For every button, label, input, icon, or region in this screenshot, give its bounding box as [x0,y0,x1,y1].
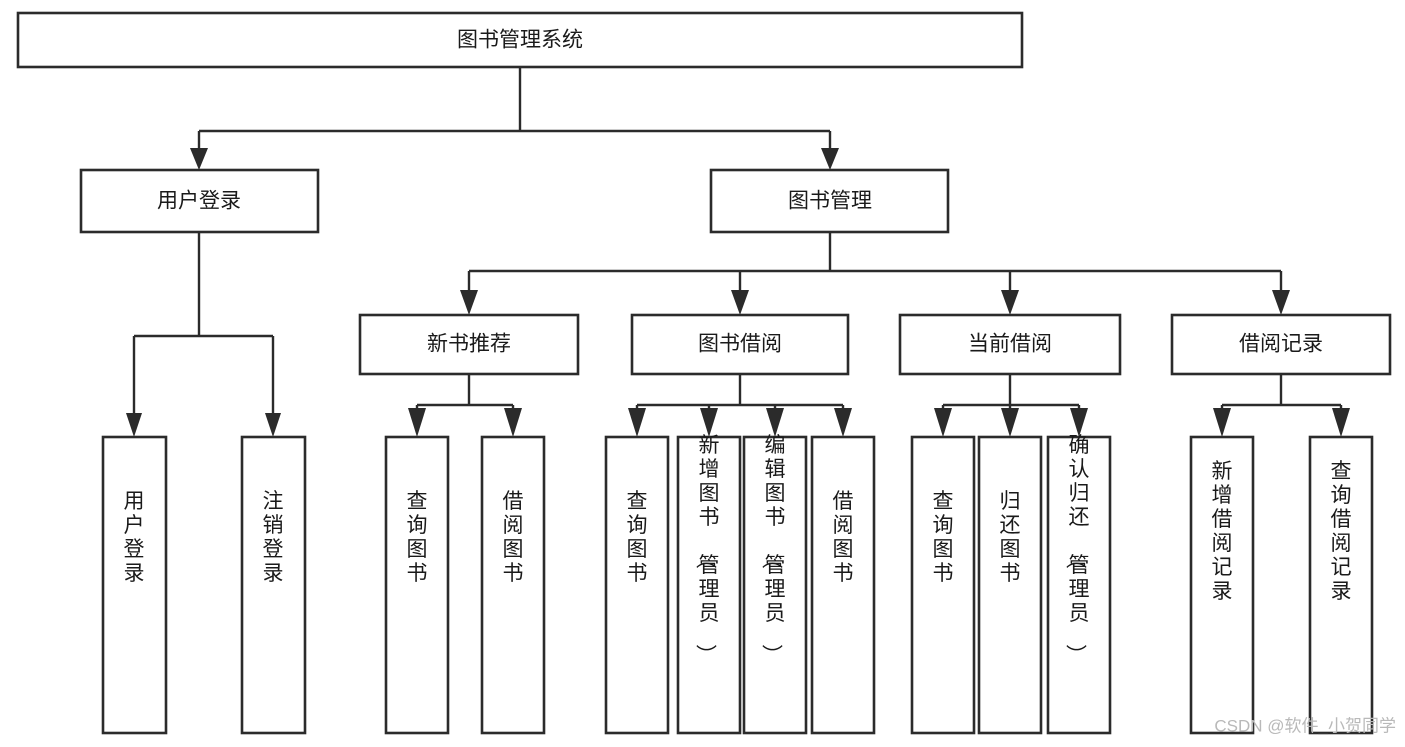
node-label-leaf-borrow-book-recommend: 借阅图书 [503,490,524,585]
node-label-leaf-borrow-book-borrow: 借阅图书 [833,490,854,585]
node-leaf-add-borrow-record[interactable]: 新增借阅记录 [1189,435,1255,735]
node-label-leaf-edit-book-admin: 编辑图书（管理员） [760,434,786,665]
node-leaf-query-book-current[interactable]: 查询图书 [910,435,976,735]
node-box-user-login[interactable] [79,168,320,234]
arrow-head-bookborrow-leaf-3 [766,408,784,437]
arrow-head-currentborrow-leaf-2 [1001,408,1019,437]
node-label-leaf-query-borrow-record: 查询借阅记录 [1331,460,1352,603]
arrow-head-newbook-leaf-1 [408,408,426,437]
node-root-book-management-system[interactable]: 图书管理系统 [16,11,1024,69]
node-label-book-management: 图书管理 [788,190,872,213]
node-box-leaf-add-book-admin[interactable] [676,435,742,735]
node-box-leaf-query-book-recommend[interactable] [384,435,450,735]
arrow-head-bookborrow-leaf-1 [628,408,646,437]
node-new-book-recommend[interactable]: 新书推荐 [358,313,580,376]
arrow-head-bookborrow-leaf-4 [834,408,852,437]
node-leaf-confirm-return-admin[interactable]: 确认归还（管理员） [1046,434,1112,735]
node-box-leaf-confirm-return-admin[interactable] [1046,435,1112,735]
node-box-book-borrow[interactable] [630,313,850,376]
node-leaf-query-book-borrow[interactable]: 查询图书 [604,435,670,735]
arrow-head-currentborrow-leaf-1 [934,408,952,437]
node-leaf-return-book[interactable]: 归还图书 [977,435,1043,735]
node-leaf-borrow-book-borrow[interactable]: 借阅图书 [810,435,876,735]
node-leaf-edit-book-admin[interactable]: 编辑图书（管理员） [742,434,808,735]
arrow-head-book-mgmt [821,148,839,170]
node-box-leaf-add-borrow-record[interactable] [1189,435,1255,735]
arrow-head-borrow-record [1272,290,1290,315]
node-box-leaf-return-book[interactable] [977,435,1043,735]
node-box-leaf-logout[interactable] [240,435,307,735]
node-label-book-borrow: 图书借阅 [698,333,782,356]
arrow-head-book-borrow [731,290,749,315]
node-leaf-user-login[interactable]: 用户登录 [101,435,168,735]
node-book-management[interactable]: 图书管理 [709,168,950,234]
connector-layer [126,67,1350,437]
arrow-head-user-login [190,148,208,170]
arrow-head-user-login-leaf [126,413,142,437]
node-label-leaf-user-login: 用户登录 [124,490,145,585]
node-box-leaf-query-book-current[interactable] [910,435,976,735]
arrow-head-borrowrecord-leaf-1 [1213,408,1231,437]
node-user-login[interactable]: 用户登录 [79,168,320,234]
arrow-head-bookborrow-leaf-2 [700,408,718,437]
node-box-leaf-borrow-book-recommend[interactable] [480,435,546,735]
node-label-leaf-logout: 注销登录 [263,490,284,585]
node-box-leaf-edit-book-admin[interactable] [742,435,808,735]
node-label-new-book-recommend: 新书推荐 [427,333,511,356]
node-leaf-query-borrow-record[interactable]: 查询借阅记录 [1308,435,1374,735]
node-label-leaf-query-book-current: 查询图书 [933,490,954,585]
node-box-leaf-borrow-book-borrow[interactable] [810,435,876,735]
watermark-csdn: CSDN @软件_小贺同学 [1214,716,1396,735]
arrow-head-logout-leaf [265,413,281,437]
node-box-current-borrow[interactable] [898,313,1122,376]
node-current-borrow[interactable]: 当前借阅 [898,313,1122,376]
node-label-current-borrow: 当前借阅 [968,333,1052,356]
node-label-borrow-record: 借阅记录 [1239,333,1323,356]
node-book-borrow[interactable]: 图书借阅 [630,313,850,376]
node-label-leaf-return-book: 归还图书 [1000,490,1021,585]
node-leaf-query-book-recommend[interactable]: 查询图书 [384,435,450,735]
node-label-user-login: 用户登录 [157,190,241,213]
node-label-root: 图书管理系统 [457,29,583,52]
arrow-head-new-book-recommend [460,290,478,315]
arrow-head-newbook-leaf-2 [504,408,522,437]
node-leaf-borrow-book-recommend[interactable]: 借阅图书 [480,435,546,735]
node-borrow-record[interactable]: 借阅记录 [1170,313,1392,376]
node-label-leaf-query-book-borrow: 查询图书 [627,490,648,585]
node-box-leaf-user-login[interactable] [101,435,168,735]
node-box-leaf-query-borrow-record[interactable] [1308,435,1374,735]
arrow-head-currentborrow-leaf-3 [1070,408,1088,437]
node-leaf-add-book-admin[interactable]: 新增图书（管理员） [676,434,742,735]
node-label-leaf-query-book-recommend: 查询图书 [407,490,428,585]
node-label-leaf-add-book-admin: 新增图书（管理员） [694,434,720,665]
node-label-leaf-add-borrow-record: 新增借阅记录 [1212,460,1233,603]
node-box-book-management[interactable] [709,168,950,234]
arrow-head-current-borrow [1001,290,1019,315]
node-box-new-book-recommend[interactable] [358,313,580,376]
arrow-head-borrowrecord-leaf-2 [1332,408,1350,437]
node-box-root[interactable] [16,11,1024,69]
node-label-leaf-confirm-return-admin: 确认归还（管理员） [1064,434,1090,665]
node-box-leaf-query-book-borrow[interactable] [604,435,670,735]
node-box-borrow-record[interactable] [1170,313,1392,376]
node-leaf-logout[interactable]: 注销登录 [240,435,307,735]
